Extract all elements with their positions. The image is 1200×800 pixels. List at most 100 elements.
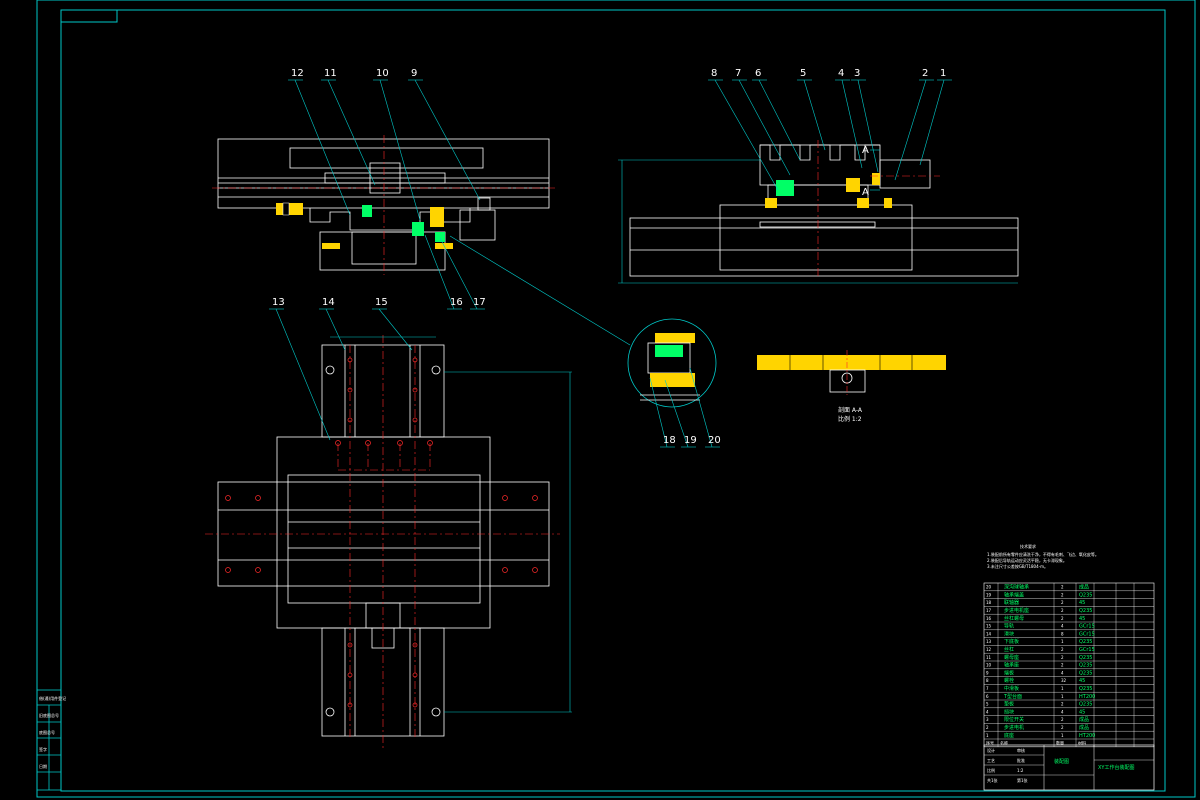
- parts-header-cell: 材料: [1078, 740, 1086, 746]
- parts-cell-name: 限位开关: [1004, 716, 1024, 723]
- parts-cell-qty: 1: [1061, 639, 1064, 644]
- plan-view-dimension: [330, 336, 572, 713]
- parts-cell-name: 轴承座: [1004, 662, 1019, 669]
- balloon-leader: [327, 79, 376, 186]
- side-registration-strip: [36, 689, 62, 791]
- balloon-number-16: 16: [450, 297, 463, 308]
- notes-title: 技术要求: [1020, 543, 1036, 549]
- detail-view: [449, 235, 717, 408]
- balloon-leader: [857, 79, 879, 173]
- side-label: 借(通)用件登记: [39, 695, 66, 701]
- balloon-number-17: 17: [473, 297, 486, 308]
- drawing-title: XY工作台装配图: [1098, 764, 1134, 771]
- parts-cell-index: 20: [986, 585, 992, 590]
- parts-cell-index: 13: [986, 639, 992, 644]
- parts-cell-material: 成品: [1079, 716, 1089, 723]
- parts-cell-material: 45: [1079, 678, 1085, 684]
- corner-tab: [60, 9, 118, 23]
- parts-cell-name: 垫板: [1004, 701, 1014, 708]
- parts-cell-index: 4: [986, 709, 989, 714]
- parts-cell-index: 3: [986, 717, 989, 722]
- parts-cell-material: 成品: [1079, 724, 1089, 731]
- parts-cell-name: 联轴器: [1004, 599, 1019, 606]
- side-view-dimension: [618, 149, 1018, 284]
- technical-notes: 技术要求1.装配前所有零件应清洗干净，不得有毛刺、飞边、氧化皮等。2.装配后导轨…: [987, 543, 1099, 569]
- parts-cell-index: 14: [986, 631, 992, 636]
- parts-cell-qty: 2: [1061, 585, 1064, 590]
- parts-cell-material: Q235: [1079, 592, 1092, 598]
- parts-cell-qty: 2: [1061, 655, 1064, 660]
- balloon-number-9: 9: [411, 68, 417, 79]
- balloon-leader: [664, 379, 689, 448]
- parts-cell-material: 45: [1079, 709, 1085, 715]
- parts-cell-material: Q235: [1079, 702, 1092, 708]
- side-label: 底图总号: [39, 729, 55, 735]
- parts-cell-qty: 2: [1061, 608, 1064, 613]
- title-cell: 共1张: [987, 777, 998, 783]
- balloon-number-20: 20: [708, 435, 721, 446]
- front-view-hatches: [276, 202, 453, 249]
- parts-cell-name: 步进电机座: [1004, 607, 1029, 614]
- front-view: [217, 138, 550, 271]
- balloon-number-5: 5: [800, 68, 806, 79]
- parts-cell-name: 下底板: [1004, 638, 1019, 645]
- parts-cell-material: GCr15: [1079, 624, 1095, 630]
- balloon-leader: [424, 234, 455, 310]
- plan-view-holes: [225, 357, 538, 708]
- parts-cell-qty: 2: [1061, 717, 1064, 722]
- parts-cell-material: 成品: [1079, 584, 1089, 591]
- side-view-centerlines: [817, 140, 940, 278]
- side-label: 日期: [39, 763, 47, 769]
- parts-cell-material: GCr15: [1079, 647, 1095, 653]
- parts-cell-material: Q235: [1079, 655, 1092, 661]
- parts-header-cell: 序号: [986, 740, 994, 746]
- balloon-leader: [803, 79, 826, 151]
- parts-cell-material: Q235: [1079, 686, 1092, 692]
- parts-cell-name: T型台面: [1003, 693, 1022, 700]
- parts-cell-index: 1: [986, 733, 989, 738]
- side-label: 旧底图总号: [39, 712, 59, 718]
- balloon-leader: [714, 79, 779, 191]
- section-caption: 剖面 A-A比例 1:2: [838, 406, 863, 423]
- balloon-leader: [649, 377, 668, 448]
- balloon-number-2: 2: [922, 68, 928, 79]
- parts-cell-name: 轴承端盖: [1004, 591, 1024, 598]
- parts-cell-index: 2: [986, 725, 989, 730]
- parts-cell-material: 45: [1079, 600, 1085, 606]
- parts-cell-name: 深沟球轴承: [1004, 584, 1029, 591]
- parts-cell-name: 步进电机: [1004, 724, 1024, 731]
- note-line: 1.装配前所有零件应清洗干净，不得有毛刺、飞边、氧化皮等。: [987, 551, 1099, 557]
- section-view: [757, 350, 946, 395]
- section-caption-line: 剖面 A-A: [838, 406, 863, 414]
- balloon-leader: [439, 237, 478, 310]
- title-cell: 工艺: [987, 758, 995, 763]
- balloon-number-15: 15: [375, 297, 388, 308]
- plan-view-centerlines: [205, 335, 560, 750]
- parts-cell-name: 滑块: [1004, 630, 1014, 637]
- parts-cell-material: GCr15: [1079, 631, 1095, 637]
- plan-view: [217, 344, 550, 737]
- parts-cell-material: HT200: [1079, 733, 1095, 739]
- parts-cell-material: Q235: [1079, 670, 1092, 676]
- sheet-outer-frame: [36, 0, 1196, 798]
- parts-cell-index: 10: [986, 663, 992, 668]
- balloon-leader: [378, 308, 413, 351]
- parts-cell-index: 12: [986, 647, 992, 652]
- side-view-hatches: [765, 173, 892, 208]
- parts-cell-material: 45: [1079, 616, 1085, 622]
- parts-cell-index: 8: [986, 678, 989, 683]
- title-left-cell: 装配图: [1054, 758, 1069, 765]
- parts-cell-qty: 1: [1061, 733, 1064, 738]
- balloon-number-14: 14: [322, 297, 335, 308]
- balloon-number-8: 8: [711, 68, 717, 79]
- title-cell: 审核: [1017, 747, 1025, 753]
- parts-cell-qty: 32: [1061, 678, 1067, 683]
- title-cell: 批准: [1017, 757, 1025, 763]
- parts-cell-index: 7: [986, 686, 989, 691]
- parts-cell-name: 中滑板: [1004, 685, 1019, 692]
- balloon-number-12: 12: [291, 68, 304, 79]
- parts-cell-qty: 1: [1061, 694, 1064, 699]
- balloon-leader: [325, 308, 346, 351]
- parts-cell-qty: 2: [1061, 702, 1064, 707]
